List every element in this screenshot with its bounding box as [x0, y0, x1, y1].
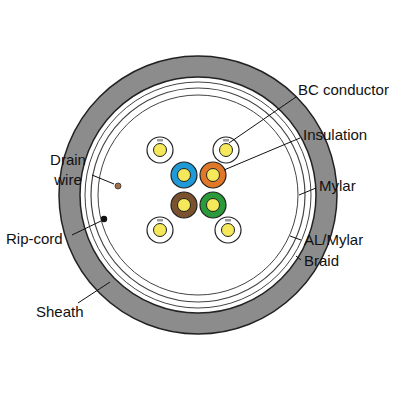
rip-cord-dot — [101, 216, 107, 222]
mylar-ring — [98, 95, 298, 295]
insulated-conductor — [213, 137, 239, 163]
stripe-mark — [157, 219, 163, 222]
insulated-conductor — [171, 192, 197, 218]
twisted-pairs — [147, 137, 241, 243]
part-label: Rip-cord — [6, 229, 63, 249]
insulation — [213, 137, 239, 163]
leader-line — [92, 175, 114, 184]
part-label: Sheath — [36, 302, 84, 322]
insulation — [171, 162, 197, 188]
leader-line — [299, 188, 316, 195]
sheath-ring — [59, 56, 337, 334]
leader-line — [229, 97, 296, 143]
part-label: Mylar — [319, 176, 356, 196]
insulation — [147, 217, 173, 243]
bc-conductor — [220, 144, 233, 157]
insulated-conductor — [200, 192, 226, 218]
insulation — [171, 192, 197, 218]
bc-conductor — [154, 224, 167, 237]
drain-wire — [115, 183, 121, 189]
leader-line — [224, 138, 300, 170]
leader-line — [296, 256, 301, 260]
braid-inner-line — [85, 82, 311, 308]
insulated-conductor — [200, 162, 226, 188]
leader-line — [72, 221, 101, 235]
insulation — [200, 192, 226, 218]
cable-body — [59, 56, 337, 334]
part-label: AL/Mylar — [304, 230, 363, 250]
bc-conductor — [178, 169, 191, 182]
braid-ring — [80, 77, 316, 313]
bc-conductor — [222, 224, 235, 237]
stripe-mark — [223, 139, 229, 142]
stripe-mark — [157, 139, 163, 142]
part-label: BC conductor — [298, 80, 389, 100]
insulation — [200, 162, 226, 188]
al-mylar-ring — [91, 88, 305, 302]
insulated-conductor — [147, 137, 173, 163]
leader-line — [78, 282, 110, 303]
insulated-conductor — [215, 217, 241, 243]
bc-conductor — [178, 199, 191, 212]
drain-wire-dot — [115, 183, 121, 189]
part-label: Insulation — [303, 125, 367, 145]
insulation — [147, 137, 173, 163]
bc-conductor — [207, 169, 220, 182]
bc-conductor — [154, 144, 167, 157]
leader-lines — [72, 97, 316, 303]
part-label: Drain wire — [44, 150, 92, 189]
rip-cord — [101, 216, 107, 222]
stripe-mark — [225, 219, 231, 222]
part-label: Braid — [304, 251, 339, 271]
insulation — [215, 217, 241, 243]
insulated-conductor — [147, 217, 173, 243]
bc-conductor — [207, 199, 220, 212]
insulated-conductor — [171, 162, 197, 188]
leader-line — [290, 236, 301, 240]
